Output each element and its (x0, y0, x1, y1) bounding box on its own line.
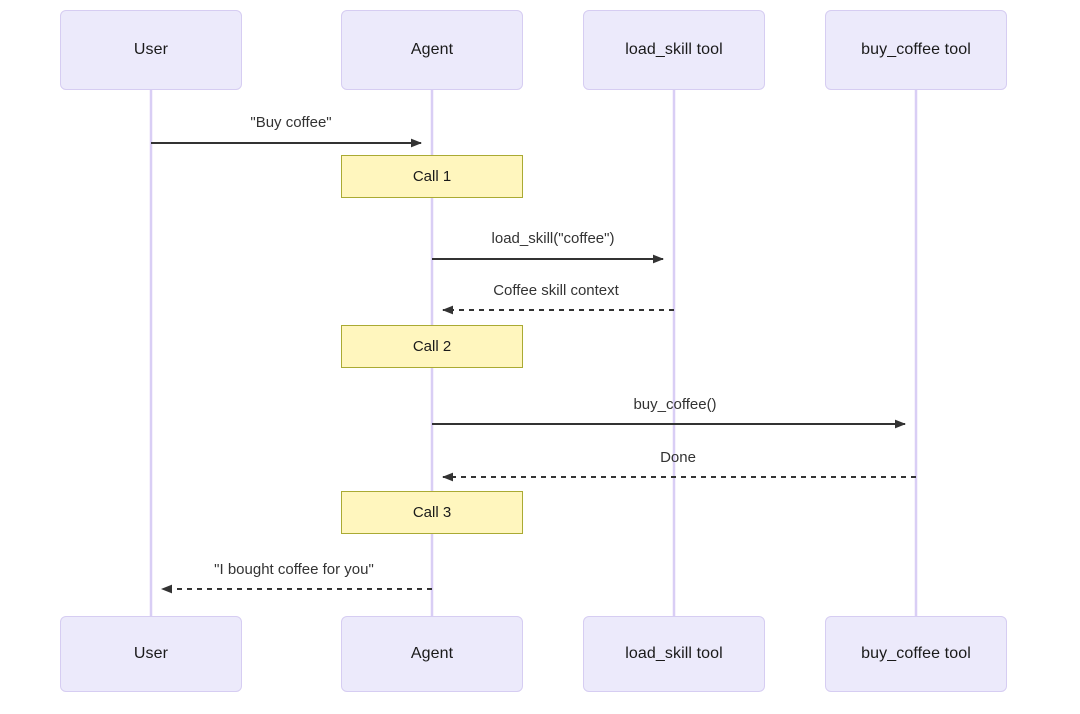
participant-load_skill-bottom[interactable]: load_skill tool (583, 616, 765, 692)
participant-user-top[interactable]: User (60, 10, 242, 90)
participant-buy_coffee-bottom[interactable]: buy_coffee tool (825, 616, 1007, 692)
message-label-m4: buy_coffee() (633, 396, 717, 413)
participant-agent-bottom[interactable]: Agent (341, 616, 523, 692)
participant-label: Agent (410, 645, 454, 662)
message-label-m5: Done (660, 449, 696, 466)
participant-label: buy_coffee tool (861, 645, 971, 662)
message-label-m6: "I bought coffee for you" (214, 561, 374, 578)
message-arrows (151, 138, 916, 594)
participant-agent-top[interactable]: Agent (341, 10, 523, 90)
note-label: Call 3 (412, 504, 452, 521)
message-label-m2: load_skill("coffee") (491, 230, 615, 247)
participant-load_skill-top[interactable]: load_skill tool (583, 10, 765, 90)
participant-label: User (133, 41, 169, 58)
participant-user-bottom[interactable]: User (60, 616, 242, 692)
note-n1: Call 1 (341, 155, 523, 198)
participant-label: Agent (410, 41, 454, 58)
participant-label: load_skill tool (625, 41, 723, 58)
note-n2: Call 2 (341, 325, 523, 368)
participant-label: load_skill tool (625, 645, 723, 662)
message-label-m1: "Buy coffee" (250, 114, 332, 131)
participant-label: buy_coffee tool (861, 41, 971, 58)
note-label: Call 1 (412, 168, 452, 185)
note-n3: Call 3 (341, 491, 523, 534)
message-label-m3: Coffee skill context (493, 282, 619, 299)
note-label: Call 2 (412, 338, 452, 355)
participant-buy_coffee-top[interactable]: buy_coffee tool (825, 10, 1007, 90)
lifelines (149, 90, 918, 616)
participant-label: User (133, 645, 169, 662)
